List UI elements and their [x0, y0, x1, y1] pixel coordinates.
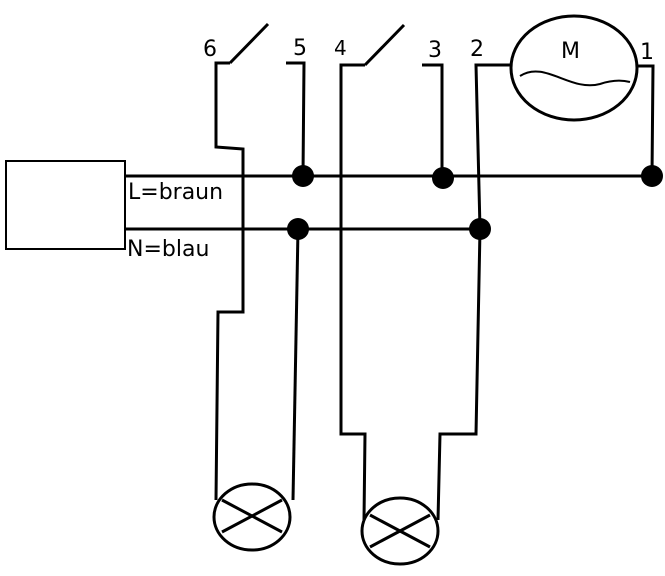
- lamp-b-circle: [360, 496, 440, 566]
- switch-a-wire-terminal-6: [214, 61, 245, 501]
- junction-dot-n-terminal-2: [469, 218, 491, 240]
- line-wire-label: L=braun: [128, 180, 223, 205]
- lamp-a-return-wire: [291, 228, 300, 501]
- terminal-3-label: 3: [428, 38, 442, 63]
- terminal-5-label: 5: [293, 36, 307, 61]
- motor-terminal-2-wire: [474, 63, 510, 230]
- junction-dot-l-terminal-3: [432, 167, 454, 189]
- junction-dot-l-terminal-5: [292, 165, 314, 187]
- switch-a-wire-terminal-5: [286, 61, 306, 177]
- neutral-wire-label: N=blau: [127, 237, 209, 262]
- lamp-b-cross-2: [369, 513, 431, 549]
- terminal-6-label: 6: [203, 37, 217, 62]
- motor-circle: [509, 14, 639, 122]
- terminal-1-label: 1: [640, 40, 654, 65]
- power-supply-box: [5, 160, 126, 250]
- lamp-b-feed-wire: [436, 228, 482, 521]
- switch-a-blade: [228, 22, 270, 65]
- junction-dot-l-terminal-1: [641, 165, 663, 187]
- switch-b-wire-terminal-4: [339, 63, 367, 521]
- lamp-a-circle: [212, 482, 292, 552]
- terminal-4-label: 4: [334, 36, 347, 60]
- terminal-2-label: 2: [470, 37, 484, 62]
- switch-b-wire-terminal-3: [422, 63, 444, 178]
- motor-label: M: [561, 39, 580, 64]
- junction-dot-n-lamp-a: [287, 218, 309, 240]
- switch-b-blade: [363, 23, 406, 67]
- motor-terminal-1-wire: [636, 64, 655, 177]
- lamp-a-cross-2: [221, 498, 283, 534]
- motor-tilde-symbol: [519, 70, 631, 87]
